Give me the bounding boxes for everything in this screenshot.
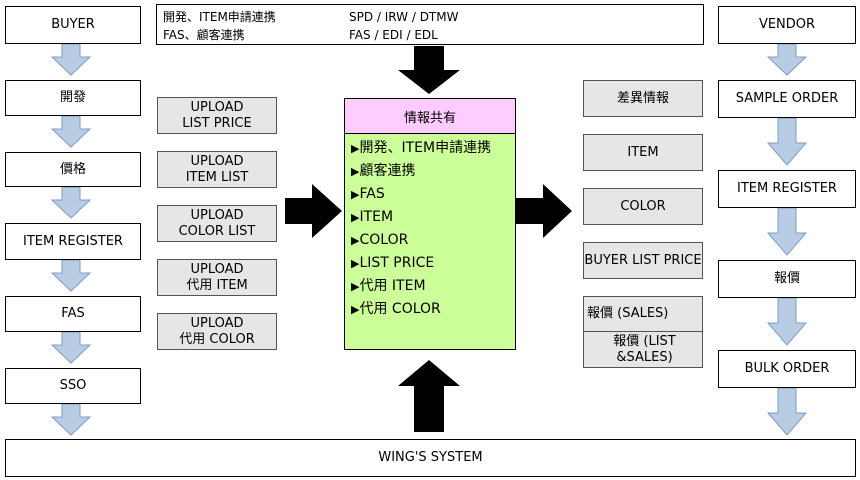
upload-label: UPLOAD: [190, 207, 244, 223]
output-quote-list-sales: 報價 (LIST &SALES): [583, 331, 703, 368]
flow-arrow-down: [766, 43, 808, 76]
info-sharing-item: ▶FAS: [351, 186, 385, 202]
upload-list-price: UPLOAD LIST PRICE: [157, 97, 277, 134]
output-item: ITEM: [583, 134, 703, 171]
header-line1-right: SPD / IRW / DTMW: [349, 10, 459, 24]
vendor-step-bulk-order: BULK ORDER: [718, 350, 856, 388]
buyer-step-fas: FAS: [5, 296, 141, 332]
upload-target: COLOR LIST: [178, 223, 256, 239]
info-sharing-item: ▶LIST PRICE: [351, 255, 435, 271]
flow-arrow-down: [50, 259, 92, 292]
vendor-step-quote: 報價: [718, 260, 856, 298]
bullet-icon: ▶: [351, 211, 360, 224]
vendor-step-sample-order: SAMPLE ORDER: [718, 80, 856, 118]
info-sharing-item: ▶顧客連携: [351, 163, 416, 179]
block-arrow-right: [516, 184, 572, 238]
info-sharing-title: 情報共有: [345, 99, 515, 134]
upload-item-list: UPLOAD ITEM LIST: [157, 151, 277, 188]
buyer-step-sso: SSO: [5, 368, 141, 404]
upload-label: UPLOAD: [190, 99, 244, 115]
info-sharing-item: ▶開発、ITEM申請連携: [351, 140, 492, 156]
buyer-step-development: 開發: [5, 80, 141, 116]
bullet-icon: ▶: [351, 303, 360, 316]
vendor-box: VENDOR: [718, 6, 856, 44]
bullet-icon: ▶: [351, 257, 360, 270]
flow-arrow-down: [50, 331, 92, 364]
header-line2-left: FAS、顧客連携: [163, 28, 245, 42]
flow-arrow-down: [766, 387, 808, 436]
output-buyer-list-price: BUYER LIST PRICE: [583, 242, 703, 279]
info-sharing-item: ▶代用 COLOR: [351, 301, 441, 317]
header-line2-right: FAS / EDI / EDL: [349, 28, 438, 42]
flow-arrow-down: [766, 297, 808, 346]
upload-substitute-color: UPLOAD 代用 COLOR: [157, 313, 277, 350]
flow-arrow-down: [766, 117, 808, 166]
upload-target: 代用 COLOR: [179, 331, 255, 347]
flow-arrow-down: [766, 207, 808, 256]
bullet-icon: ▶: [351, 188, 360, 201]
buyer-step-price: 價格: [5, 152, 141, 187]
upload-label: UPLOAD: [190, 261, 244, 277]
block-arrow-right: [285, 184, 342, 238]
bullet-icon: ▶: [351, 280, 360, 293]
info-sharing-panel: 情報共有 ▶開発、ITEM申請連携 ▶顧客連携 ▶FAS ▶ITEM ▶COLO…: [344, 98, 516, 350]
bullet-icon: ▶: [351, 234, 360, 247]
flow-arrow-down: [50, 403, 92, 436]
output-difference-info: 差異情報: [583, 80, 703, 117]
info-sharing-item: ▶COLOR: [351, 232, 409, 248]
upload-label: UPLOAD: [190, 315, 244, 331]
output-color: COLOR: [583, 188, 703, 225]
flow-arrow-down: [50, 186, 92, 219]
upload-label: UPLOAD: [190, 153, 244, 169]
bullet-icon: ▶: [351, 165, 360, 178]
upload-color-list: UPLOAD COLOR LIST: [157, 205, 277, 242]
flow-arrow-down: [50, 115, 92, 148]
info-sharing-item: ▶ITEM: [351, 209, 394, 225]
upload-target: ITEM LIST: [185, 169, 249, 185]
block-arrow-down: [398, 46, 460, 94]
wings-system-bar: WING'S SYSTEM: [5, 439, 856, 477]
upload-substitute-item: UPLOAD 代用 ITEM: [157, 259, 277, 296]
output-quote-sales: 報價 (SALES): [583, 296, 703, 332]
bullet-icon: ▶: [351, 142, 360, 155]
header-line1-left: 開発、ITEM申請連携: [163, 10, 276, 24]
buyer-box: BUYER: [5, 6, 141, 44]
vendor-step-item-register: ITEM REGISTER: [718, 170, 856, 208]
info-sharing-item: ▶代用 ITEM: [351, 278, 426, 294]
buyer-step-item-register: ITEM REGISTER: [5, 223, 141, 260]
flow-arrow-down: [50, 43, 92, 76]
upload-target: 代用 ITEM: [186, 277, 248, 293]
header-box: 開発、ITEM申請連携 SPD / IRW / DTMW FAS、顧客連携 FA…: [156, 4, 704, 45]
block-arrow-up: [398, 360, 460, 432]
info-sharing-list: ▶開発、ITEM申請連携 ▶顧客連携 ▶FAS ▶ITEM ▶COLOR ▶LI…: [345, 134, 515, 321]
upload-target: LIST PRICE: [182, 115, 252, 131]
